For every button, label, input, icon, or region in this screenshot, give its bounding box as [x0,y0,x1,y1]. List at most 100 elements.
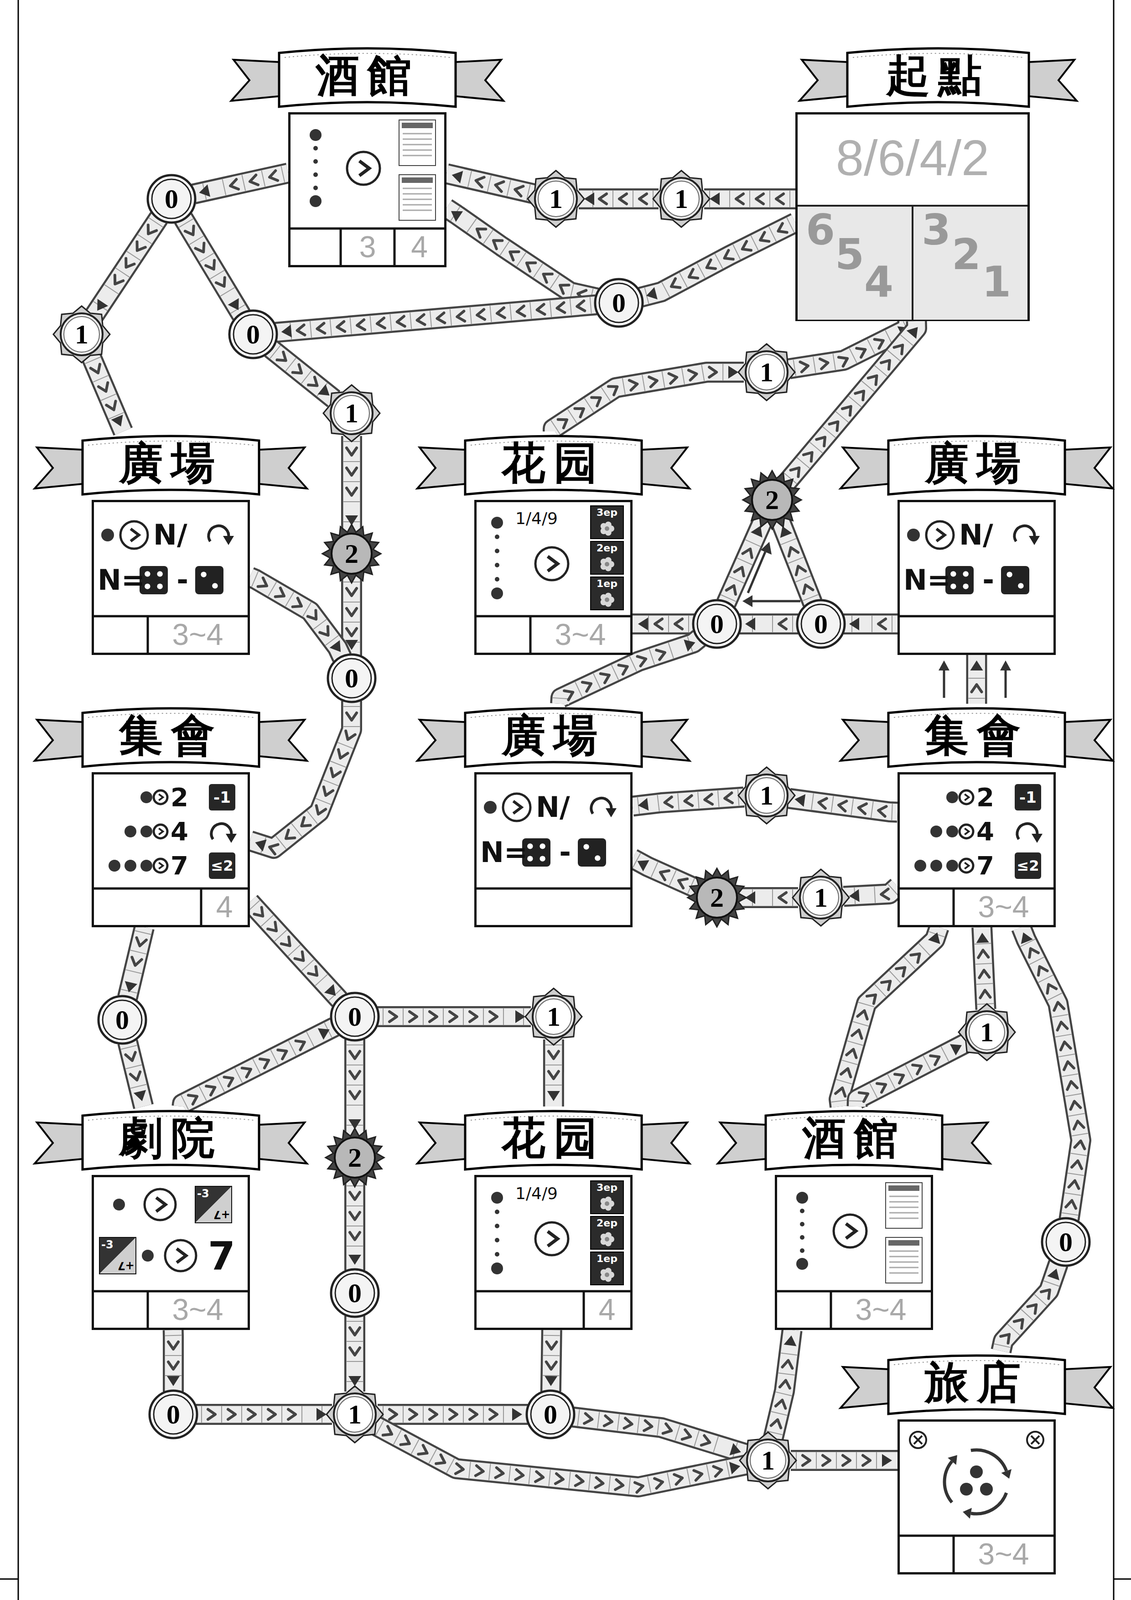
path-chevron [842,406,851,416]
path-band [544,1039,562,1107]
path-circle: 1 [958,1003,1016,1061]
path-chevron [248,1409,256,1420]
path-cell [745,539,761,547]
path-cell [285,357,296,371]
path-chevron [230,179,239,189]
token-dot [101,528,115,542]
path-chevron [543,274,552,283]
path-value: 1 [738,343,795,401]
path-connector [739,889,799,906]
flower-center [604,561,610,567]
path-cell [442,1008,444,1025]
path-chevron [509,251,519,260]
path-cell [836,1079,853,1085]
path-cell [462,1008,464,1025]
token-dot [959,1482,973,1496]
path-chevron [295,951,304,961]
path-cell [251,571,259,587]
path-cell [281,1405,283,1423]
path-chevron [168,1341,179,1349]
path-band-outline [704,188,796,210]
path-cell [545,1064,562,1066]
direction-arrow [1000,660,1012,671]
cancel-icon [909,1431,927,1448]
path-band-outline [739,887,799,908]
path-value: 0 [590,274,648,332]
path-chevron [736,193,744,204]
path-cell [601,387,611,401]
path-band [346,1180,364,1271]
path-band [377,1008,531,1026]
path-chevron [639,193,647,204]
banner-tail [1064,1366,1113,1408]
cycle-arrow [970,1492,1007,1514]
banner-tail [840,719,889,761]
path-cell [726,1460,730,1477]
path-band-outline [196,1403,333,1425]
path-chevron [418,1445,427,1454]
path-chevron [756,193,764,204]
path-band-outline [578,188,659,210]
path-cell [584,398,594,412]
move-icon [158,793,163,801]
banner-tail [455,59,504,101]
path-chevron [223,1076,233,1086]
path-band-outline [640,222,796,298]
path-chevron [1060,1041,1071,1050]
path-cell [468,1461,471,1479]
token-dot [494,534,500,540]
path-cell [189,235,204,245]
tile-value: 3ep [590,1182,624,1193]
path-circle: 1 [525,988,582,1045]
token-dot [491,587,504,600]
move-icon [158,862,163,869]
rule-badge [1014,783,1042,811]
strip-divider [830,1291,833,1328]
path-arrowhead [547,1090,561,1101]
path-chevron [760,232,769,242]
path-cell [343,601,360,603]
path-chevron [292,597,302,607]
path-chevron [276,352,286,361]
badge-rays [322,524,381,583]
path-chevron [526,262,536,271]
path-chevron [449,1409,457,1420]
path-circle: 0 [326,988,384,1045]
path-connector [85,355,125,432]
path-cell [632,853,641,868]
path-chevron [671,278,680,288]
move-value: 4 [976,818,995,845]
path-chevron [818,798,827,809]
banner-tail [641,447,690,489]
path-cell [611,664,619,680]
path-chevron [349,1091,360,1099]
path-chevron [654,1478,663,1489]
path-chevron [778,223,787,233]
path-circle: 0 [93,991,151,1048]
path-chevron [1027,1304,1037,1313]
path-chevron [497,307,505,318]
path-chevron [555,1473,564,1484]
path-chevron [389,1409,397,1420]
path-connector [780,521,819,603]
drink-card [889,1206,919,1209]
path-band [377,1405,528,1423]
path-cell [588,1473,591,1490]
move-label: N/ [153,520,188,550]
move-value: 4 [170,818,189,845]
banner-tail [417,719,466,761]
path-cell [450,309,452,326]
path-connector [446,171,534,201]
turn-icon [223,535,234,545]
path-cell [310,321,312,338]
banner-tail [259,719,307,761]
move-formula: N= [97,565,146,595]
path-band [181,1027,335,1107]
path-chevron [742,241,752,251]
path-cell [679,272,688,288]
path-chevron [669,373,678,384]
path-arrowhead [1047,1268,1059,1281]
path-chevron [429,1011,437,1022]
location-box: 廣場N/N=- [474,703,633,928]
path-cell [516,252,526,267]
